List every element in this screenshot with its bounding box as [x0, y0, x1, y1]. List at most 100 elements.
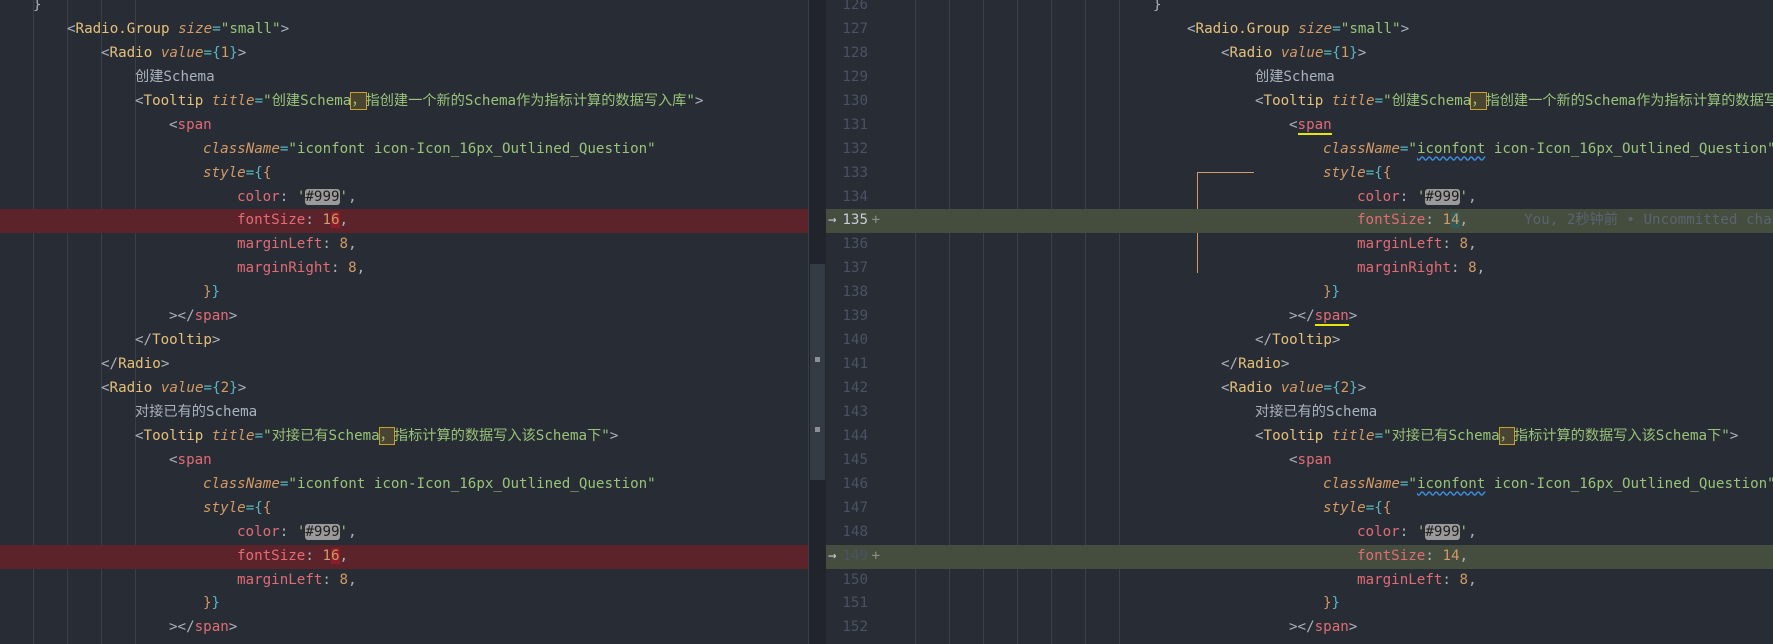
punct: >: [280, 20, 290, 37]
punct: ,: [1476, 260, 1486, 277]
punct: <: [101, 380, 110, 396]
punct: ": [1408, 475, 1417, 492]
punct: >: [237, 380, 247, 396]
line-number: 146: [842, 475, 868, 492]
code-line: <Tooltip title="对接已有Schema，指标计算的数据写入该Sch…: [0, 425, 808, 449]
punct: ,: [348, 523, 357, 540]
punct: ,: [1468, 236, 1477, 253]
punct: >: [228, 308, 238, 325]
punct: <: [169, 116, 178, 133]
code-line: 131<span: [826, 114, 1773, 138]
code-line: 对接已有的Schema: [0, 401, 808, 425]
punct: }: [1349, 44, 1358, 61]
punct: {: [1382, 164, 1392, 181]
punct: {: [262, 164, 272, 181]
code-line: style={{: [0, 497, 808, 521]
string: "创建Schema: [1383, 92, 1472, 109]
punct: >: [1348, 308, 1358, 325]
punct: ,: [1468, 523, 1477, 540]
line-number: 129: [842, 68, 868, 85]
punct: </: [101, 356, 119, 373]
added-plus-icon: +: [871, 547, 880, 564]
attr-name: size: [178, 20, 213, 37]
code-line: <span: [0, 114, 808, 138]
punct: :: [305, 212, 323, 229]
tag-name: span: [1297, 451, 1332, 468]
number: 8: [1459, 571, 1469, 588]
punct: <: [1255, 92, 1264, 109]
punct: >: [609, 427, 619, 444]
code-line: </Tooltip>: [0, 640, 808, 644]
number: 8: [1468, 260, 1477, 277]
line-number: 147: [842, 499, 868, 516]
number: 1: [220, 44, 230, 61]
punct: ': [296, 188, 306, 205]
diff-modified-pane[interactable]: 126} 127<Radio.Group size="small"> 128<R…: [826, 0, 1773, 644]
punct: :: [1442, 571, 1460, 588]
git-blame-annotation: You, 2秒钟前 • Uncommitted changes: [1524, 212, 1773, 229]
tag-name: Tooltip: [143, 427, 204, 444]
punct: </: [1255, 332, 1273, 349]
code-line: 144<Tooltip title="对接已有Schema，指标计算的数据写入该…: [826, 425, 1773, 449]
code-line: <Radio.Group size="small">: [0, 18, 808, 42]
tag-name: span: [194, 619, 229, 636]
string: 指标计算的数据写入该Schema下": [1513, 427, 1730, 444]
tag-name: Tooltip: [1263, 427, 1324, 444]
diff-original-pane[interactable]: } <Radio.Group size="small"> <Radio valu…: [0, 0, 808, 644]
deleted-char: 6: [330, 547, 340, 564]
string: "iconfont icon-Icon_16px_Outlined_Questi…: [288, 475, 656, 492]
diff-overview-scrollbar[interactable]: [808, 0, 827, 644]
number: 8: [1459, 236, 1469, 253]
punct: ></: [1289, 619, 1315, 636]
number: 2: [1340, 380, 1350, 396]
punct: :: [1442, 236, 1460, 253]
punct: =: [212, 20, 221, 37]
code-line: <span: [0, 449, 808, 473]
scrollbar-thumb[interactable]: [810, 264, 825, 480]
punct: ': [339, 523, 349, 540]
line-number: 139: [842, 308, 868, 325]
punct: }: [203, 284, 212, 301]
punct: {: [212, 380, 221, 396]
spellcheck-warning[interactable]: iconfont: [1416, 140, 1486, 157]
code-line: <Tooltip title="创建Schema，指创建一个新的Schema作为…: [0, 90, 808, 114]
line-number: 140: [842, 332, 868, 349]
punct: {: [1382, 499, 1392, 516]
punct: :: [322, 571, 340, 588]
string: "创建Schema: [263, 92, 352, 109]
punct: {: [212, 44, 221, 61]
tag-name: Radio: [109, 44, 153, 61]
string: icon-Icon_16px_Outlined_Question": [1485, 140, 1773, 157]
code-line: 145<span: [826, 449, 1773, 473]
punct: ,: [1468, 188, 1477, 205]
indent-guide: [949, 0, 950, 644]
property: fontSize: [237, 547, 306, 564]
code-line: 127<Radio.Group size="small">: [826, 18, 1773, 42]
punct: ,: [339, 547, 349, 564]
code-line: 140</Tooltip>: [826, 329, 1773, 353]
revert-arrow-icon[interactable]: →: [828, 547, 837, 564]
indent-guide: [101, 0, 102, 644]
tag-name: Radio: [1238, 356, 1281, 373]
property: marginLeft: [237, 236, 323, 253]
punct: }: [211, 595, 221, 612]
revert-arrow-icon[interactable]: →: [828, 212, 837, 229]
line-number: 130: [842, 92, 868, 109]
line-number: 148: [842, 523, 868, 540]
string: "iconfont icon-Icon_16px_Outlined_Questi…: [288, 140, 656, 157]
property: marginLeft: [1357, 236, 1443, 253]
change-marker: [815, 427, 820, 432]
jsx-text: 对接已有的Schema: [135, 403, 258, 420]
punct: ": [1408, 140, 1417, 157]
code-line: color: '#999',: [0, 186, 808, 210]
punct: }: [203, 595, 212, 612]
property: marginRight: [237, 260, 331, 277]
spellcheck-warning[interactable]: iconfont: [1416, 475, 1486, 492]
punct: >: [1729, 427, 1739, 444]
number: 4: [1450, 547, 1460, 564]
punct: ': [1416, 188, 1426, 205]
